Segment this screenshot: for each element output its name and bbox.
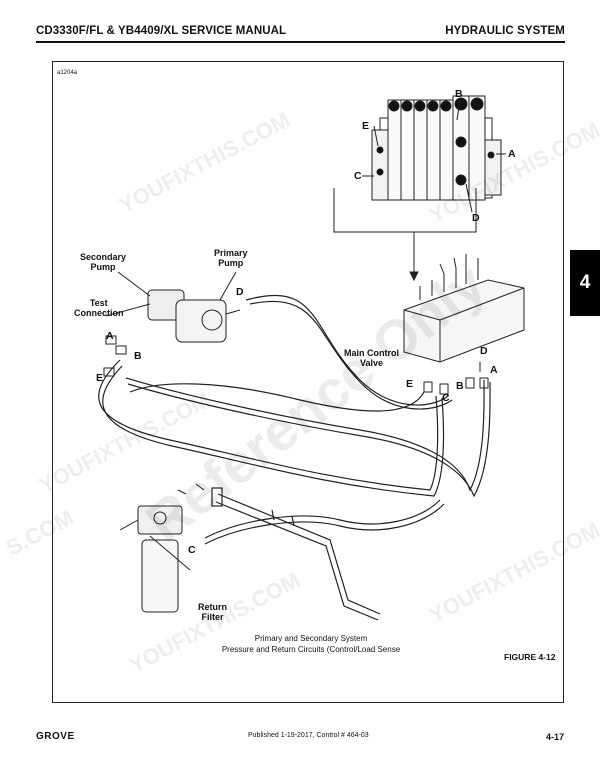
footer-brand: GROVE bbox=[36, 731, 75, 742]
valve-letter-e: E bbox=[406, 378, 414, 390]
inset-letter-a: A bbox=[508, 148, 516, 160]
pump-letter-d: D bbox=[236, 286, 244, 298]
inset-letter-d: D bbox=[472, 212, 480, 224]
pump-letter-a: A bbox=[106, 330, 114, 342]
inset-letter-e: E bbox=[362, 120, 370, 132]
label-test-connection: Test Connection bbox=[74, 298, 124, 318]
hoses bbox=[98, 294, 491, 545]
figure-number: FIGURE 4-12 bbox=[504, 652, 556, 662]
valve-letter-a: A bbox=[490, 364, 498, 376]
inset-letter-c: C bbox=[354, 170, 362, 182]
header-rule bbox=[36, 41, 565, 43]
section-tab[interactable]: 4 bbox=[570, 250, 600, 316]
return-filter bbox=[119, 483, 205, 613]
return-line-pipe bbox=[211, 487, 381, 621]
pump-assembly bbox=[105, 271, 241, 343]
pump-letter-b: B bbox=[134, 350, 142, 362]
footer-publish-info: Published 1-19-2017, Control # 464-03 bbox=[248, 732, 369, 739]
label-primary-pump: Primary Pump bbox=[214, 248, 248, 268]
footer-page-number: 4-17 bbox=[545, 732, 564, 742]
figure-caption: Primary and Secondary System Pressure an… bbox=[196, 633, 426, 655]
label-return-filter: Return Filter bbox=[198, 602, 227, 622]
valve-detail-inset bbox=[333, 95, 506, 282]
valve-letter-d: D bbox=[480, 345, 488, 357]
label-main-control-valve: Main Control Valve bbox=[344, 348, 399, 368]
header-manual-title: CD3330F/FL & YB4409/XL SERVICE MANUAL bbox=[36, 25, 287, 37]
figure-frame bbox=[52, 61, 564, 703]
pump-letter-e: E bbox=[96, 372, 104, 384]
fittings bbox=[103, 335, 489, 395]
header-section-title: HYDRAULIC SYSTEM bbox=[445, 25, 565, 37]
caption-line-2: Pressure and Return Circuits (Control/Lo… bbox=[221, 645, 401, 654]
filter-letter-c: C bbox=[188, 544, 196, 556]
caption-line-1: Primary and Secondary System bbox=[254, 634, 368, 643]
figure-id: a1204a bbox=[57, 70, 78, 76]
valve-letter-c: C bbox=[442, 392, 450, 404]
inset-letter-b: B bbox=[455, 88, 463, 100]
main-control-valve bbox=[403, 254, 525, 372]
valve-letter-b: B bbox=[456, 380, 464, 392]
label-secondary-pump: Secondary Pump bbox=[80, 252, 127, 272]
